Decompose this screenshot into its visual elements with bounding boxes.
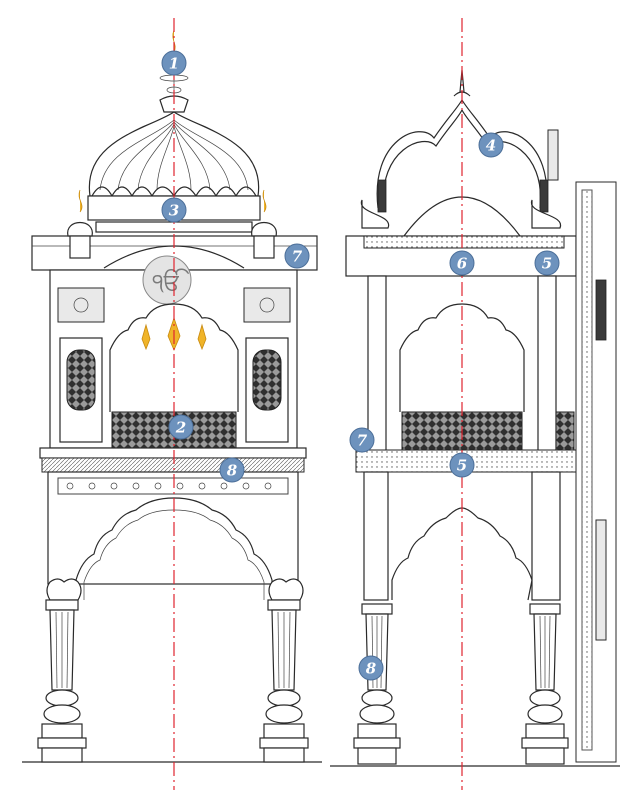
callout-section-5b: 5 [449,452,475,478]
section-column-right [521,603,569,765]
callout-section-5a-label: 5 [542,255,552,273]
callout-section-4: 4 [478,132,504,158]
callout-1: 1 [161,50,187,76]
callout-3: 3 [161,197,187,223]
callout-8-label: 8 [227,462,238,480]
callout-section-5a: 5 [534,250,560,276]
pinnacle-right [251,189,277,259]
section-column-left [353,603,401,765]
callout-section-6: 6 [449,250,475,276]
front-elevation: ੴ [22,18,322,790]
callout-7: 7 [284,243,310,269]
column-left [37,578,87,763]
callout-2-label: 2 [175,419,186,437]
callout-section-7: 7 [349,427,375,453]
callout-3-label: 3 [169,202,179,220]
callout-section-8: 8 [358,655,384,681]
callout-section-5b-label: 5 [457,457,467,475]
callout-section-7-label: 7 [357,432,368,450]
callout-7-label: 7 [292,248,303,266]
callout-2: 2 [168,414,194,440]
column-right [259,578,309,763]
callout-section-6-label: 6 [457,255,468,273]
callout-1-label: 1 [169,55,179,73]
callout-section-4-label: 4 [486,137,496,155]
callout-section-8-label: 8 [366,660,377,678]
frieze-band [41,457,305,473]
pinnacle-left [67,189,93,259]
callout-8: 8 [219,457,245,483]
